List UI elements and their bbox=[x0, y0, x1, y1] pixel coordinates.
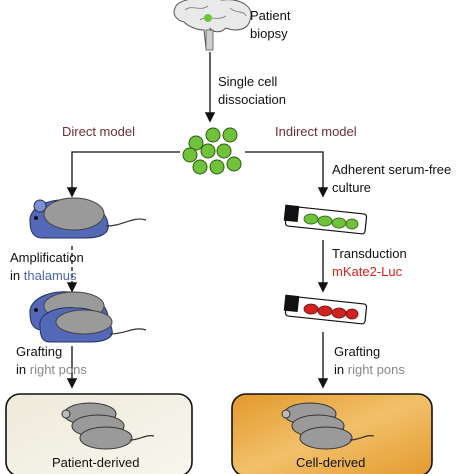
source-label-line2: biopsy bbox=[250, 26, 288, 41]
left-pons-label: right pons bbox=[29, 362, 87, 377]
tumor-site-icon bbox=[204, 14, 212, 22]
transduced-flask-icon bbox=[283, 294, 368, 325]
direct-model-label: Direct model bbox=[62, 124, 135, 139]
dissociation-label-line1: Single cell bbox=[218, 74, 278, 89]
culture-label-line2: culture bbox=[332, 180, 372, 195]
left-grafting-site-label: in right pons bbox=[16, 362, 87, 377]
thalamus-label: thalamus bbox=[23, 268, 77, 283]
reporter-label: mKate2-Luc bbox=[332, 264, 403, 279]
transduction-label: Transduction bbox=[332, 246, 407, 261]
right-pons-label: right pons bbox=[347, 362, 405, 377]
cell-derived-label: Cell-derived bbox=[296, 455, 366, 470]
dissociation-label-line2: dissociation bbox=[218, 92, 286, 107]
culture-label-line1: Adherent serum-free bbox=[332, 162, 452, 177]
mouse-icon-amplification bbox=[29, 197, 147, 239]
patient-derived-label: Patient-derived bbox=[52, 455, 140, 470]
source-label-line1: Patient bbox=[250, 8, 291, 23]
mouse-stack-icon-cell-derived bbox=[281, 402, 375, 450]
cell-cluster-icon bbox=[182, 127, 242, 175]
arrow-direct-branch bbox=[66, 151, 180, 198]
mouse-stack-icon-patient-derived bbox=[61, 402, 155, 450]
brain-icon bbox=[173, 0, 252, 51]
culture-flask-icon bbox=[283, 204, 368, 235]
amplification-label: Amplification bbox=[10, 250, 84, 265]
mouse-stack-icon-grafting bbox=[29, 291, 147, 343]
arrow-indirect-branch bbox=[245, 151, 329, 198]
indirect-model-label: Indirect model bbox=[275, 124, 357, 139]
right-grafting-label: Grafting bbox=[334, 344, 381, 359]
left-grafting-label: Grafting bbox=[16, 344, 63, 359]
amplification-site-label: in thalamus bbox=[10, 268, 77, 283]
right-grafting-site-label: in right pons bbox=[334, 362, 405, 377]
